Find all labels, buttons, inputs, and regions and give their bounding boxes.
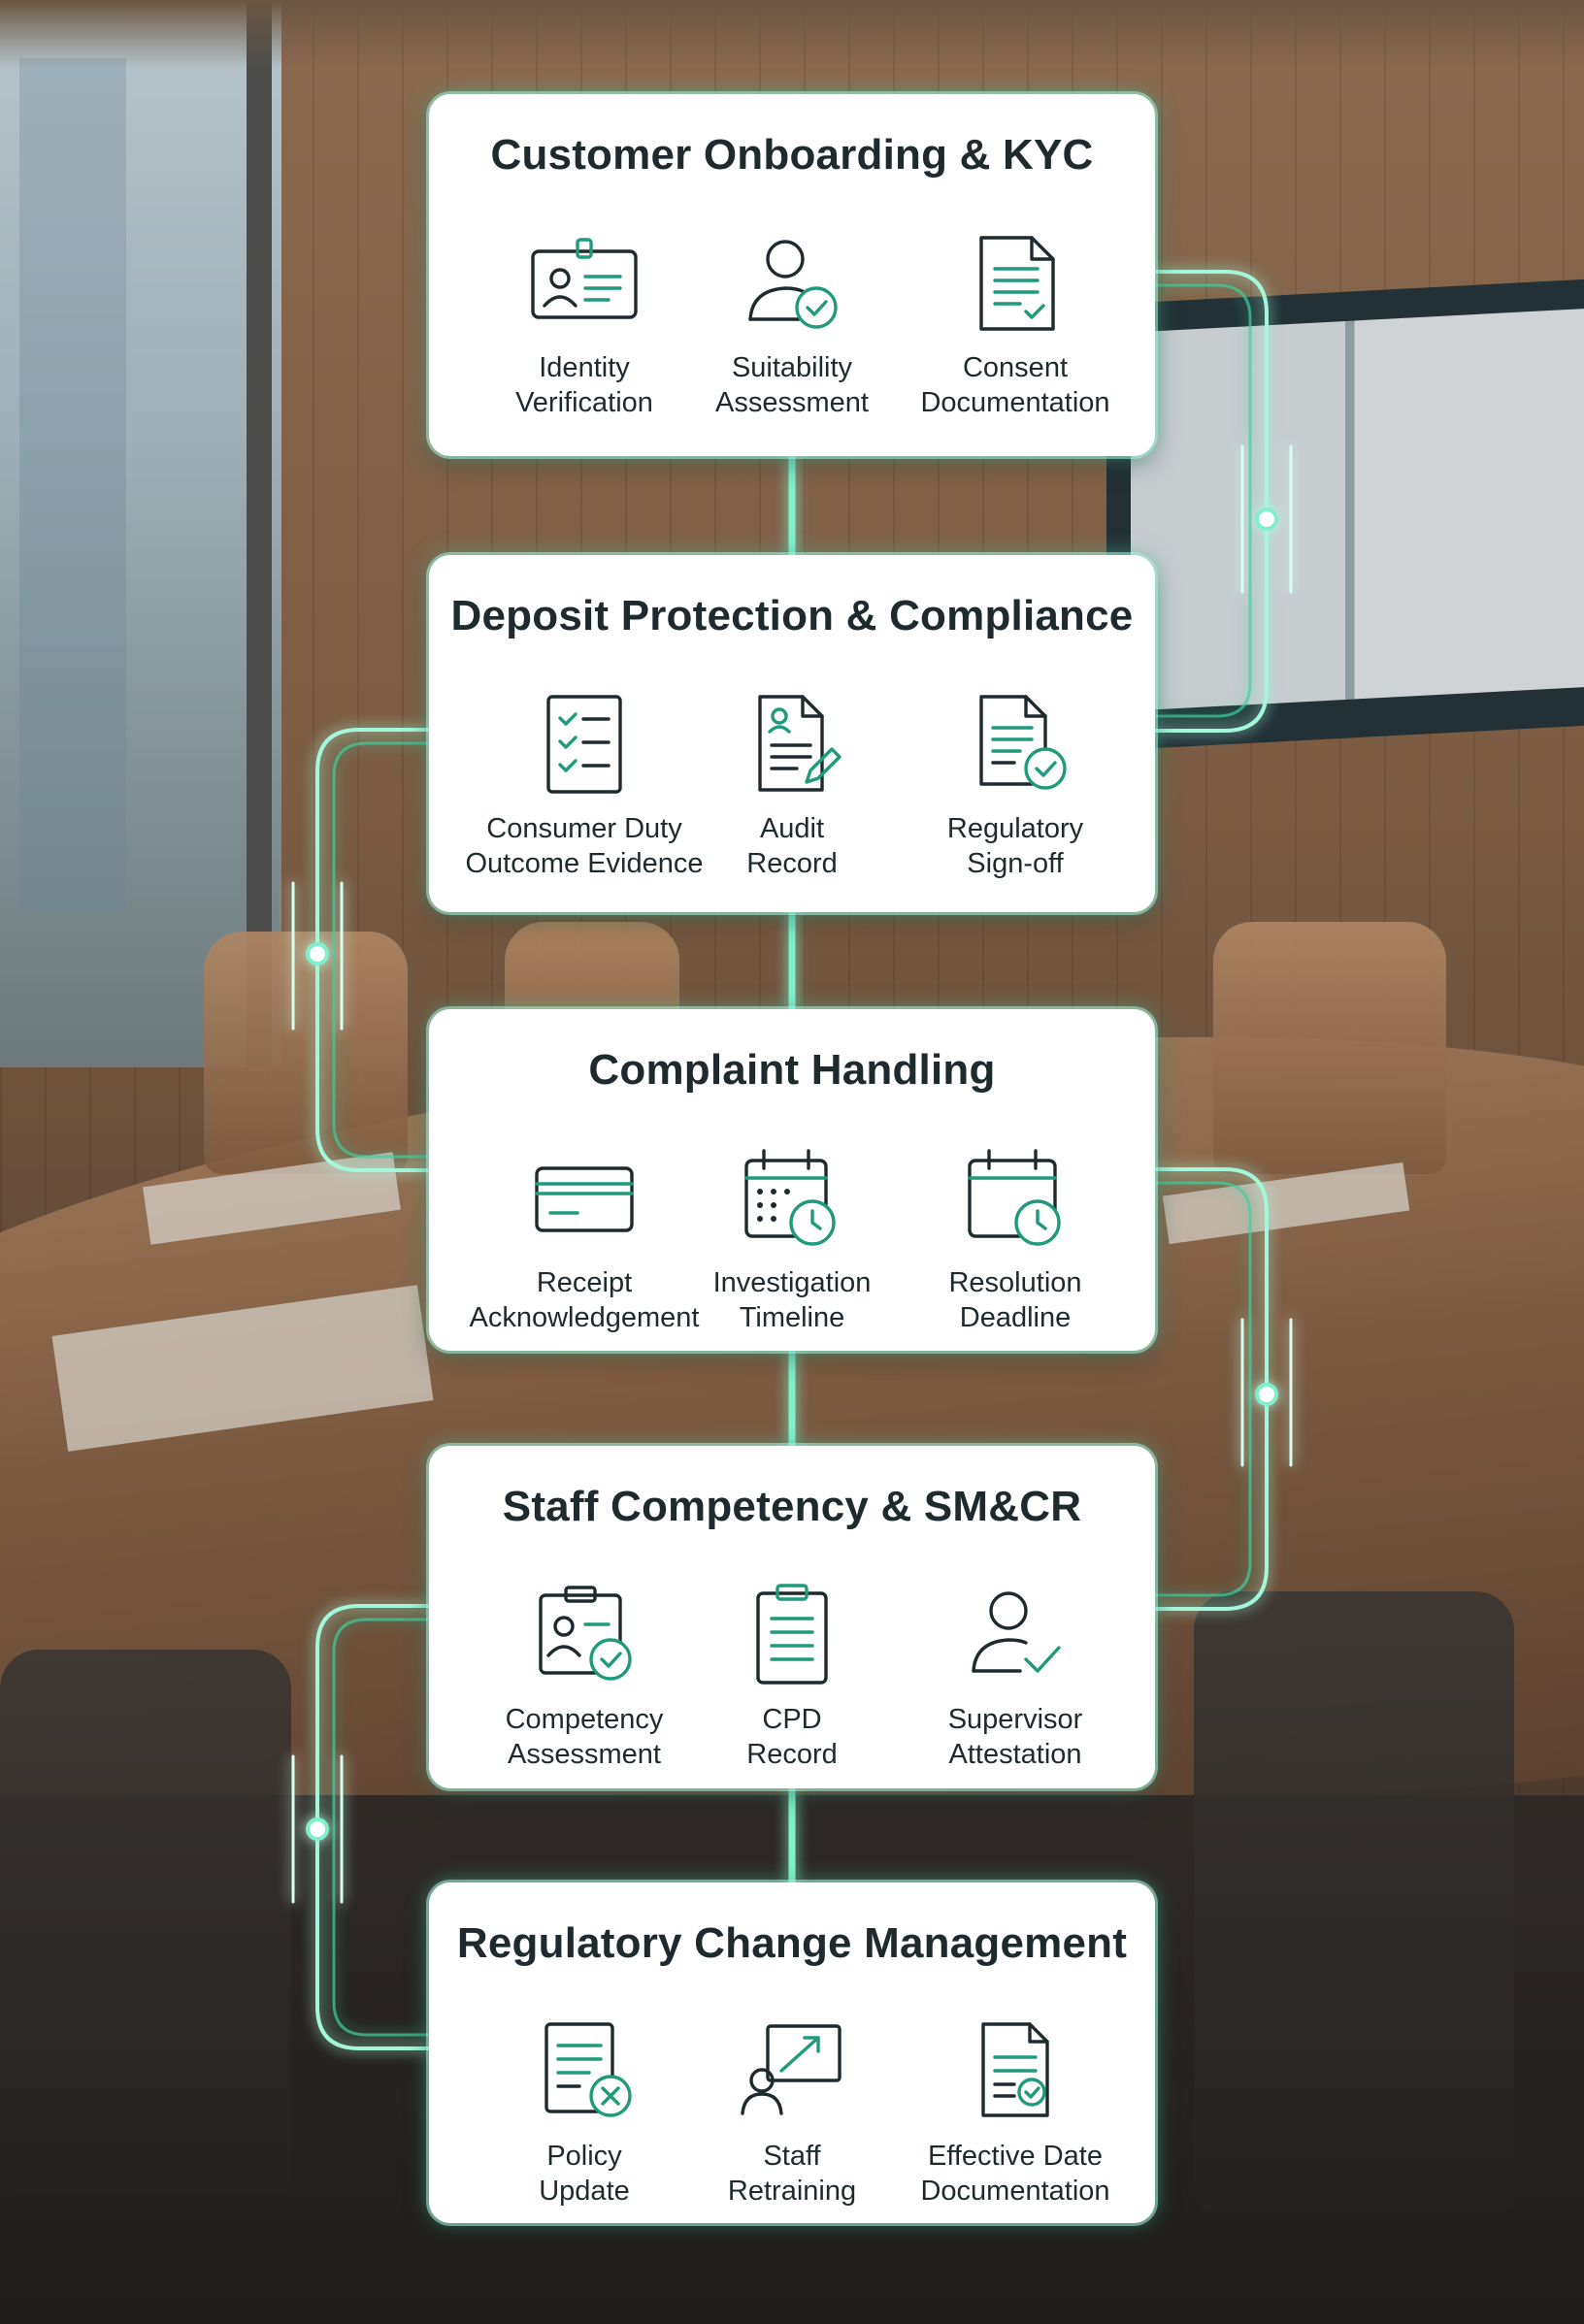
stage-item[interactable]: Resolution Deadline bbox=[889, 1145, 1141, 1335]
stage-item[interactable]: Policy Update bbox=[458, 2018, 710, 2209]
item-label: Investigation Timeline bbox=[712, 1267, 872, 1333]
chair bbox=[1213, 922, 1446, 1174]
loop-connector bbox=[1153, 270, 1269, 733]
document-edit-icon bbox=[729, 691, 855, 798]
stage-item[interactable]: Consumer Duty Outcome Evidence bbox=[458, 691, 710, 881]
loop-connector bbox=[1153, 1181, 1252, 1597]
stage-item[interactable]: Suitability Assessment bbox=[666, 230, 918, 420]
calendar-clock-icon bbox=[729, 1145, 855, 1252]
chair bbox=[0, 1650, 291, 2193]
card-icon bbox=[521, 1145, 647, 1252]
city-window bbox=[0, 0, 281, 1067]
loop-node bbox=[1255, 507, 1278, 531]
ceiling bbox=[0, 0, 1584, 68]
stage-card-deposit-protection: Deposit Protection & Compliance Consumer… bbox=[429, 555, 1155, 912]
stage-card-complaint-handling: Complaint Handling Receipt Acknowledgeme… bbox=[429, 1009, 1155, 1351]
item-label: Policy Update bbox=[539, 2141, 630, 2207]
item-label: Resolution Deadline bbox=[948, 1267, 1082, 1333]
document-badge-icon bbox=[952, 2018, 1078, 2125]
item-label: Audit Record bbox=[746, 813, 838, 879]
item-label: Consent Documentation bbox=[920, 352, 1110, 418]
stage-title: Customer Onboarding & KYC bbox=[490, 131, 1094, 179]
clipboard-user-check-icon bbox=[521, 1582, 647, 1688]
stage-item[interactable]: Regulatory Sign-off bbox=[889, 691, 1141, 881]
item-label: Competency Assessment bbox=[505, 1704, 664, 1770]
presentation-icon bbox=[729, 2018, 855, 2125]
user-check-icon bbox=[729, 230, 855, 337]
document-check-icon bbox=[952, 230, 1078, 337]
user-tick-icon bbox=[952, 1582, 1078, 1688]
item-label: Regulatory Sign-off bbox=[946, 813, 1084, 879]
chair bbox=[1194, 1591, 1514, 2212]
stage-item[interactable]: Audit Record bbox=[666, 691, 918, 881]
document-x-icon bbox=[521, 2018, 647, 2125]
loop-node bbox=[1255, 1383, 1278, 1406]
stage-item[interactable]: Competency Assessment bbox=[458, 1582, 710, 1772]
item-label: Supervisor Attestation bbox=[947, 1704, 1083, 1770]
id-card-icon bbox=[521, 230, 647, 337]
stage-card-onboarding: Customer Onboarding & KYC Identity Verif… bbox=[429, 94, 1155, 456]
stage-item[interactable]: Identity Verification bbox=[458, 230, 710, 420]
stage-title: Deposit Protection & Compliance bbox=[450, 592, 1134, 639]
stage-item[interactable]: Supervisor Attestation bbox=[889, 1582, 1141, 1772]
stage-card-staff-competency: Staff Competency & SM&CR Competency Asse… bbox=[429, 1446, 1155, 1788]
loop-node bbox=[306, 1817, 329, 1841]
clipboard-list-icon bbox=[729, 1582, 855, 1688]
item-label: CPD Record bbox=[746, 1704, 838, 1770]
stage-item[interactable]: Staff Retraining bbox=[666, 2018, 918, 2209]
stage-card-regulatory-change: Regulatory Change Management Policy Upda… bbox=[429, 1882, 1155, 2223]
stage-item[interactable]: CPD Record bbox=[666, 1582, 918, 1772]
calendar-deadline-icon bbox=[952, 1145, 1078, 1252]
item-label: Effective Date Documentation bbox=[920, 2141, 1110, 2207]
item-label: Identity Verification bbox=[515, 352, 653, 418]
chair bbox=[204, 932, 408, 1174]
item-label: Suitability Assessment bbox=[715, 352, 869, 418]
stage-item[interactable]: Effective Date Documentation bbox=[889, 2018, 1141, 2209]
stage-item[interactable]: Investigation Timeline bbox=[666, 1145, 918, 1335]
document-approved-icon bbox=[952, 691, 1078, 798]
loop-connector bbox=[332, 741, 431, 1159]
loop-connector bbox=[332, 1618, 431, 2037]
stage-title: Regulatory Change Management bbox=[456, 1919, 1128, 1967]
stage-title: Staff Competency & SM&CR bbox=[502, 1483, 1082, 1530]
loop-node bbox=[306, 942, 329, 966]
item-label: Staff Retraining bbox=[727, 2141, 857, 2207]
loop-connector bbox=[1153, 283, 1252, 718]
stage-title: Complaint Handling bbox=[588, 1046, 996, 1094]
checklist-icon bbox=[521, 691, 647, 798]
item-label: Consumer Duty Outcome Evidence bbox=[465, 813, 704, 879]
stage-item[interactable]: Receipt Acknowledgement bbox=[458, 1145, 710, 1335]
item-label: Receipt Acknowledgement bbox=[469, 1267, 700, 1333]
stage-item[interactable]: Consent Documentation bbox=[889, 230, 1141, 420]
